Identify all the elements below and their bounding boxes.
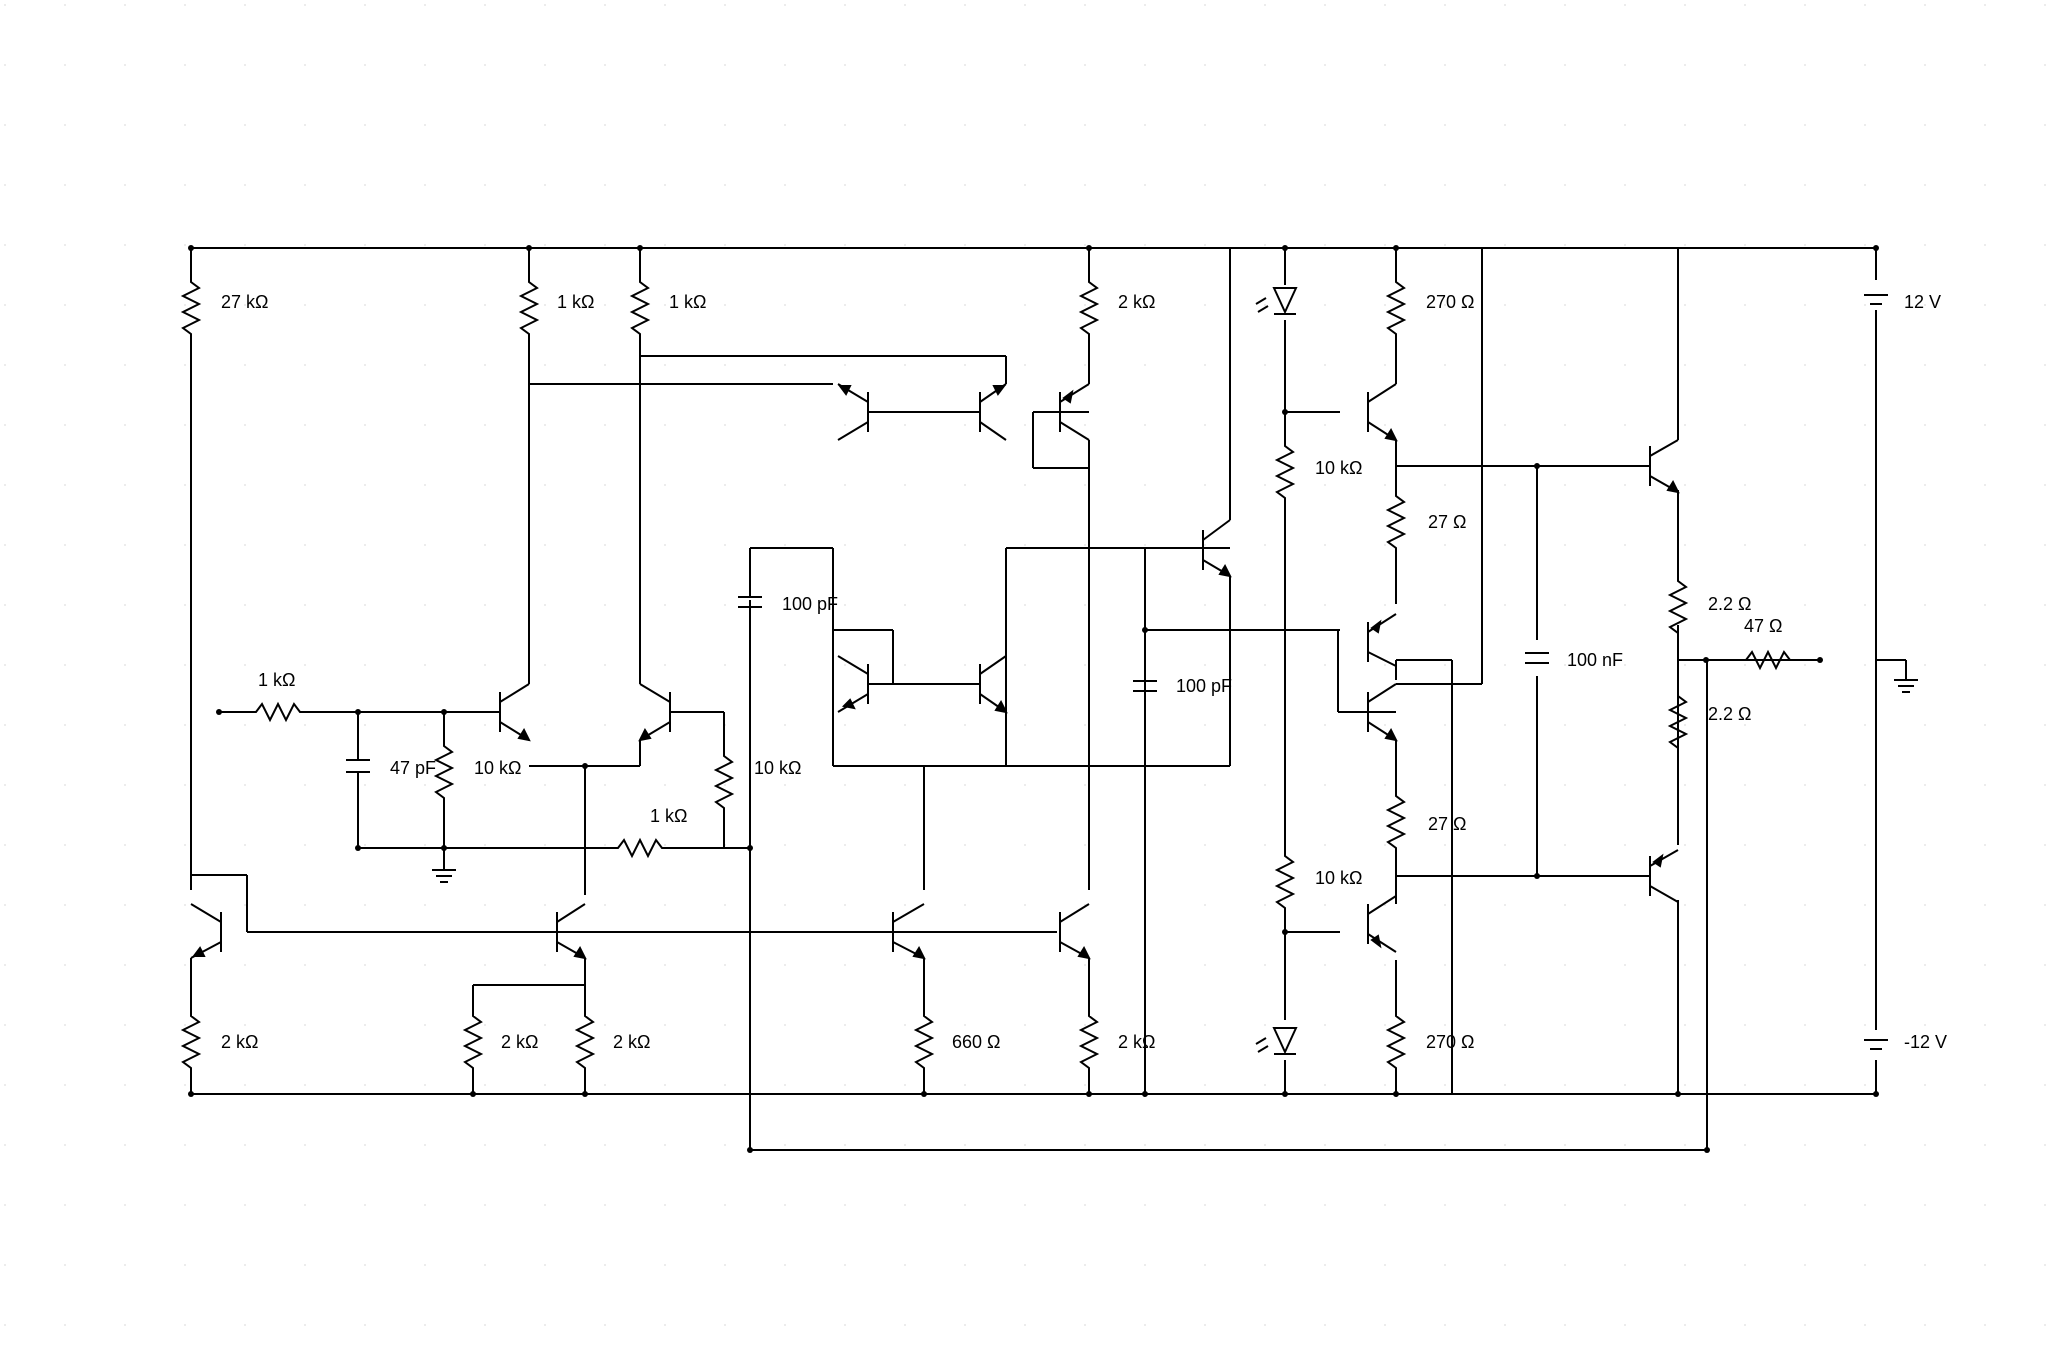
- battery-icon: [1864, 1039, 1888, 1050]
- resistor-icon: [180, 276, 202, 340]
- label-r-vas-top: 2 kΩ: [1118, 292, 1155, 312]
- resistor-icon: [1740, 649, 1796, 671]
- resistor-icon: [1385, 490, 1407, 550]
- resistor-icon: [433, 740, 455, 800]
- label-r-diff-right: 1 kΩ: [669, 292, 706, 312]
- pnp-transistor-icon: [1367, 613, 1397, 667]
- label-r-vbe-bot: 10 kΩ: [1315, 868, 1362, 888]
- label-r-vas-bot: 2 kΩ: [1118, 1032, 1155, 1052]
- resistor-icon: [1274, 440, 1296, 500]
- resistor-icon: [1385, 1010, 1407, 1070]
- resistor-icon: [1385, 790, 1407, 850]
- resistor-icon: [180, 1010, 202, 1070]
- npn-transistor-icon: [892, 903, 926, 960]
- pnp-transistor-icon: [1367, 895, 1397, 953]
- resistor-icon: [713, 750, 735, 810]
- resistor-icon: [1385, 276, 1407, 336]
- label-c-input: 47 pF: [390, 758, 436, 778]
- label-r-driver-top: 270 Ω: [1426, 292, 1475, 312]
- led-icon: [1255, 1027, 1298, 1055]
- resistors: [180, 276, 1796, 1070]
- ground-icon: [432, 869, 456, 883]
- npn-transistor-icon: [979, 655, 1008, 714]
- label-r-out-bot: 2.2 Ω: [1708, 704, 1751, 724]
- label-r-fb-shunt: 1 kΩ: [650, 806, 687, 826]
- resistor-icon: [462, 1010, 484, 1070]
- pnp-transistor-icon: [1059, 383, 1090, 441]
- label-r-cs: 660 Ω: [952, 1032, 1001, 1052]
- label-r-load: 47 Ω: [1744, 616, 1782, 636]
- label-r-bias-bottom: 2 kΩ: [221, 1032, 258, 1052]
- label-r-bias-top: 27 kΩ: [221, 292, 268, 312]
- label-c-decouple: 100 nF: [1567, 650, 1623, 670]
- resistor-icon: [1667, 690, 1689, 750]
- extra-wires: [472, 958, 586, 1094]
- label-r-feedback: 10 kΩ: [754, 758, 801, 778]
- resistor-icon: [612, 837, 668, 859]
- resistor-icon: [913, 1010, 935, 1070]
- label-r-emit-top: 27 Ω: [1428, 512, 1466, 532]
- capacitor-icon: [346, 759, 370, 773]
- led-icon: [1255, 287, 1298, 315]
- label-r-driver-bot: 270 Ω: [1426, 1032, 1475, 1052]
- label-c-comp2: 100 pF: [1176, 676, 1232, 696]
- npn-transistor-icon: [638, 683, 671, 742]
- resistor-icon: [574, 1010, 596, 1070]
- resistor-icon: [250, 701, 305, 723]
- resistor-icon: [1667, 575, 1689, 635]
- label-r-input-pd: 10 kΩ: [474, 758, 521, 778]
- label-c-comp1: 100 pF: [782, 594, 838, 614]
- capacitors: [346, 548, 1549, 773]
- label-r-input: 1 kΩ: [258, 670, 295, 690]
- resistor-icon: [518, 276, 540, 336]
- npn-transistor-icon: [499, 683, 531, 742]
- capacitor-icon: [1525, 652, 1549, 664]
- label-r-diff-left: 1 kΩ: [557, 292, 594, 312]
- supplies: [432, 294, 1918, 1050]
- label-r-tail-a: 2 kΩ: [501, 1032, 538, 1052]
- label-r-out-top: 2.2 Ω: [1708, 594, 1751, 614]
- labels: 27 kΩ 1 kΩ 1 kΩ 2 kΩ 270 Ω 1 kΩ 47 pF 10…: [221, 292, 1947, 1052]
- label-r-tail-b: 2 kΩ: [613, 1032, 650, 1052]
- battery-icon: [1864, 294, 1888, 305]
- pnp-transistor-icon: [1649, 849, 1679, 903]
- resistor-icon: [1078, 276, 1100, 336]
- npn-transistor-icon: [556, 903, 587, 960]
- label-r-vbe-top: 10 kΩ: [1315, 458, 1362, 478]
- resistor-icon: [1274, 850, 1296, 910]
- resistor-icon: [629, 276, 651, 336]
- npn-transistor-icon: [1367, 383, 1398, 442]
- npn-transistor-icon: [1649, 439, 1680, 494]
- npn-transistor-icon: [1059, 903, 1091, 960]
- label-v-neg: -12 V: [1904, 1032, 1947, 1052]
- pnp-transistor-icon: [979, 383, 1007, 441]
- label-v-pos: 12 V: [1904, 292, 1941, 312]
- label-r-emit-bot: 27 Ω: [1428, 814, 1466, 834]
- transistors: [190, 383, 1680, 960]
- wires: [190, 247, 1907, 1151]
- npn-transistor-icon: [1367, 683, 1398, 742]
- npn-transistor-icon: [837, 655, 869, 713]
- npn-transistor-icon: [1202, 519, 1232, 578]
- junction-dots: [188, 245, 1879, 1153]
- leds: [1255, 287, 1298, 1055]
- ground-icon: [1894, 679, 1918, 693]
- pnp-transistor-icon: [837, 383, 869, 441]
- resistor-icon: [1078, 1010, 1100, 1070]
- npn-transistor-icon: [190, 903, 222, 959]
